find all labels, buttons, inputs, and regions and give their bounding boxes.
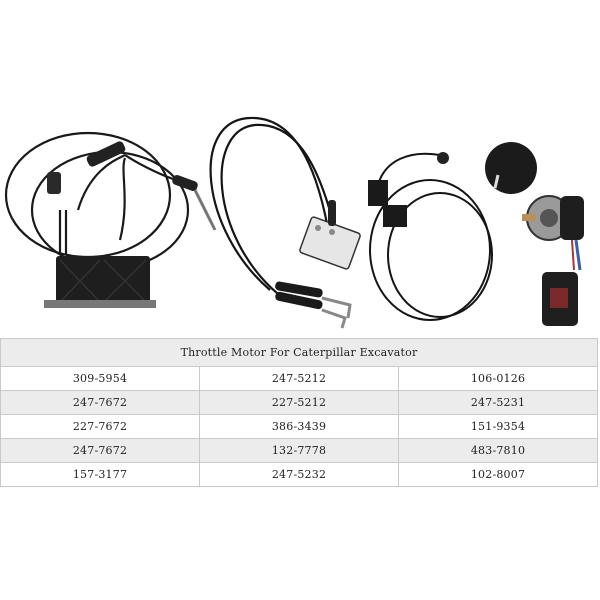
- throttle-control-knob-icon: [368, 142, 537, 227]
- throttle-position-sensor-icon: [522, 195, 584, 326]
- part-number-cell: 106-0126: [398, 366, 598, 391]
- table-row: 247-7672 227-5212 247-5231: [0, 390, 598, 415]
- product-photo: [4, 116, 584, 329]
- part-number-table: Throttle Motor For Caterpillar Excavator…: [0, 338, 598, 487]
- throttle-motor-body-icon: [44, 141, 217, 308]
- part-number-cell: 102-8007: [398, 462, 598, 487]
- part-number-cell: 247-7672: [0, 438, 200, 463]
- part-number-cell: 227-7672: [0, 414, 200, 439]
- table-row: 247-7672 132-7778 483-7810: [0, 438, 598, 463]
- part-number-cell: 309-5954: [0, 366, 200, 391]
- table-row: 157-3177 247-5232 102-8007: [0, 462, 598, 487]
- part-number-cell: 157-3177: [0, 462, 200, 487]
- part-number-cell: 151-9354: [398, 414, 598, 439]
- throttle-motor-dual-cable-image: [209, 116, 342, 295]
- throttle-switch-box-icon: [275, 200, 361, 329]
- table-row: 309-5954 247-5212 106-0126: [0, 366, 598, 391]
- part-number-cell: 227-5212: [199, 390, 399, 415]
- throttle-control-cable-image: [369, 152, 493, 321]
- part-number-cell: 386-3439: [199, 414, 399, 439]
- part-number-cell: 247-5212: [199, 366, 399, 391]
- part-number-cell: 247-5232: [199, 462, 399, 487]
- table-title: Throttle Motor For Caterpillar Excavator: [0, 338, 598, 367]
- table-row: 227-7672 386-3439 151-9354: [0, 414, 598, 439]
- part-number-cell: 247-5231: [398, 390, 598, 415]
- part-number-cell: 483-7810: [398, 438, 598, 463]
- part-number-cell: 247-7672: [0, 390, 200, 415]
- part-number-cell: 132-7778: [199, 438, 399, 463]
